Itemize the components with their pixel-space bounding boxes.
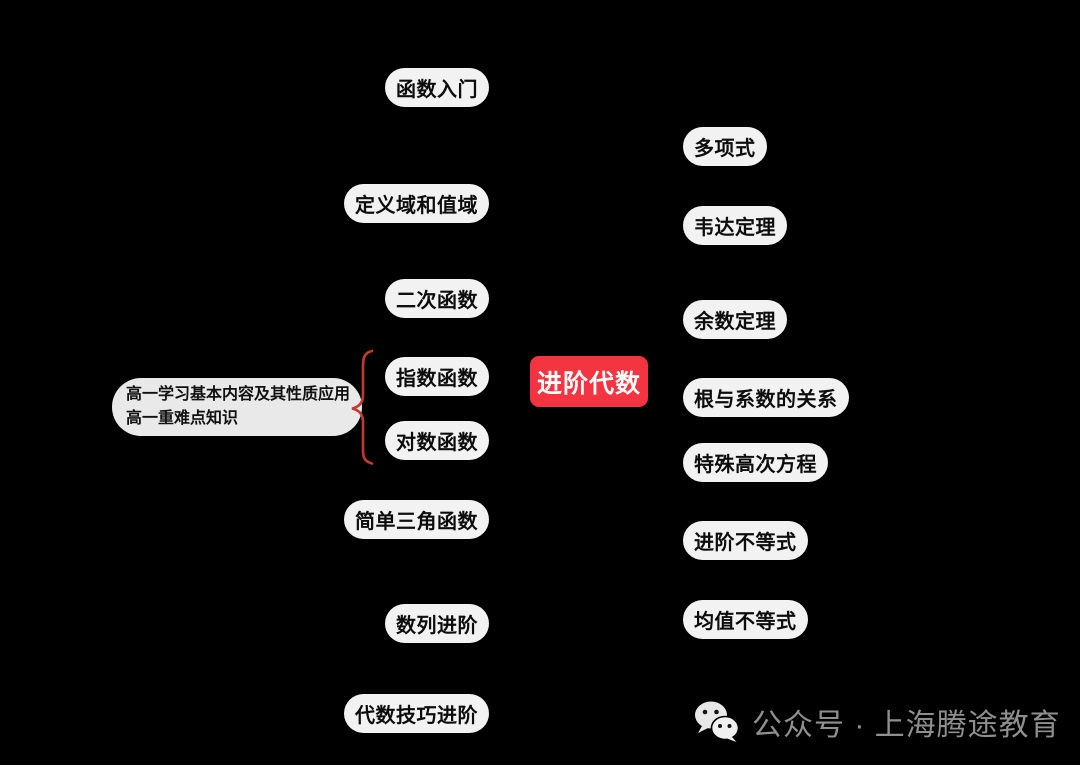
topic-node: 特殊高次方程: [683, 443, 828, 482]
topic-node: 数列进阶: [385, 604, 489, 643]
root-node: 进阶代数: [530, 356, 649, 407]
group-note-line1: 高一学习基本内容及其性质应用: [126, 386, 351, 403]
topic-node: 二次函数: [385, 279, 489, 318]
topic-node: 简单三角函数: [344, 500, 489, 539]
topic-node: 余数定理: [683, 300, 787, 339]
group-note: 高一学习基本内容及其性质应用 高一重难点知识: [112, 378, 363, 436]
group-note-line2: 高一重难点知识: [126, 410, 239, 427]
topic-node: 定义域和值域: [344, 184, 489, 223]
topic-node: 根与系数的关系: [683, 378, 849, 417]
topic-node: 韦达定理: [683, 206, 787, 245]
topic-node: 指数函数: [385, 357, 489, 396]
topic-node: 进阶不等式: [683, 521, 808, 560]
topic-node: 代数技巧进阶: [344, 694, 489, 733]
topic-node: 对数函数: [385, 421, 489, 460]
topic-node: 函数入门: [385, 68, 489, 107]
watermark: 公众号 · 上海腾途教育: [694, 700, 1061, 744]
group-brace-icon: [351, 349, 374, 465]
wechat-icon: [695, 701, 740, 742]
topic-node: 多项式: [683, 127, 767, 166]
topic-node: 均值不等式: [683, 600, 808, 639]
watermark-label: 公众号 · 上海腾途教育: [752, 709, 1061, 742]
